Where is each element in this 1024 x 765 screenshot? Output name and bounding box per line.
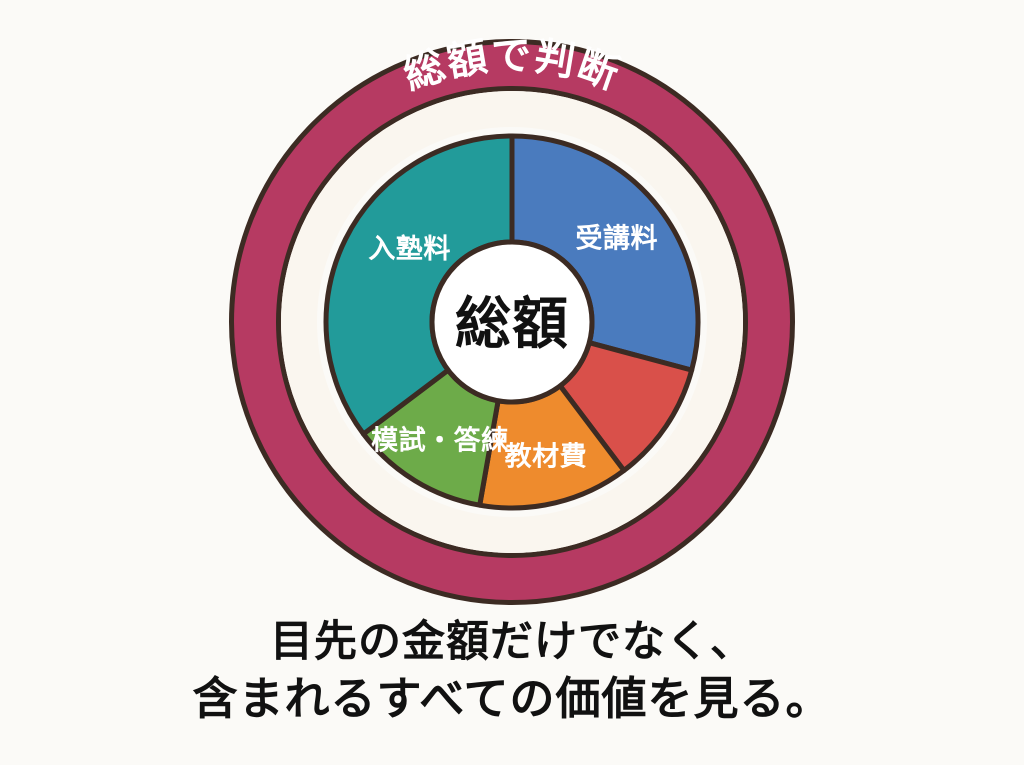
caption: 目先の金額だけでなく、 含まれるすべての価値を見る。 bbox=[0, 615, 1024, 728]
wheel-segment-label-kyozaihi: 教材費 bbox=[505, 441, 588, 472]
wheel-segment-label-moshi-toren: 模試・答練 bbox=[371, 425, 509, 457]
wheel-segment-label-nyujukuryo: 入塾料 bbox=[368, 233, 451, 265]
hub-label: 総額 bbox=[455, 292, 569, 357]
wheel-segment-label-jukoryo: 受講料 bbox=[576, 223, 659, 255]
outer-ring-outline-inner bbox=[276, 86, 748, 558]
outer-ring-outline-outer bbox=[229, 39, 795, 605]
hub-circle bbox=[429, 239, 595, 405]
gap-ring bbox=[281, 91, 743, 553]
outer-ring-band bbox=[232, 42, 792, 602]
total-cost-wheel: 総額で判断 総額 受講料教材費模試・答練入塾料 bbox=[229, 39, 795, 605]
caption-line-2: 含まれるすべての価値を見る。 bbox=[192, 672, 832, 726]
caption-line-1: 目先の金額だけでなく、 bbox=[270, 617, 754, 667]
wheel-segments bbox=[323, 133, 701, 511]
